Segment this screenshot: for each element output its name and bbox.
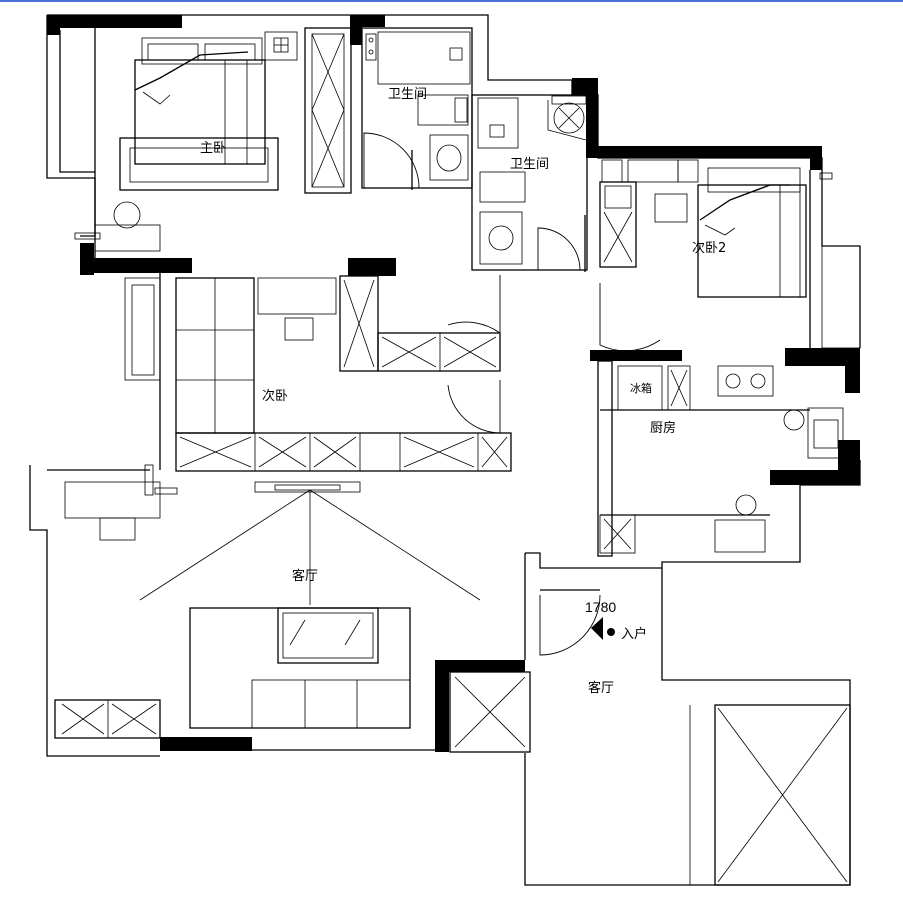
kitchen	[597, 360, 844, 557]
entrance-label: 入户	[621, 626, 647, 642]
label-kitchen: 厨房	[650, 420, 676, 436]
second-bedroom	[124, 273, 512, 472]
label-living-room-2: 客厅	[588, 680, 614, 696]
master-bedroom	[74, 28, 298, 258]
bathroom-2	[471, 94, 588, 272]
label-bathroom-2: 卫生间	[510, 157, 549, 172]
bathroom-1	[361, 27, 473, 190]
label-living-room: 客厅	[292, 568, 318, 584]
label-second-bedroom: 次卧	[262, 388, 288, 404]
label-bathroom-1: 卫生间	[388, 87, 427, 102]
living-room	[54, 464, 481, 739]
label-master-bedroom: 主卧	[200, 141, 226, 156]
label-bedroom-2: 次卧2	[692, 240, 726, 256]
structural-walls	[47, 15, 860, 752]
entrance-area	[449, 589, 851, 886]
top-border-line	[0, 0, 903, 2]
dimension-label: 1780	[585, 599, 616, 615]
master-wardrobe	[304, 27, 352, 194]
label-fridge: 冰箱	[630, 381, 652, 395]
bedroom-2	[599, 159, 861, 352]
